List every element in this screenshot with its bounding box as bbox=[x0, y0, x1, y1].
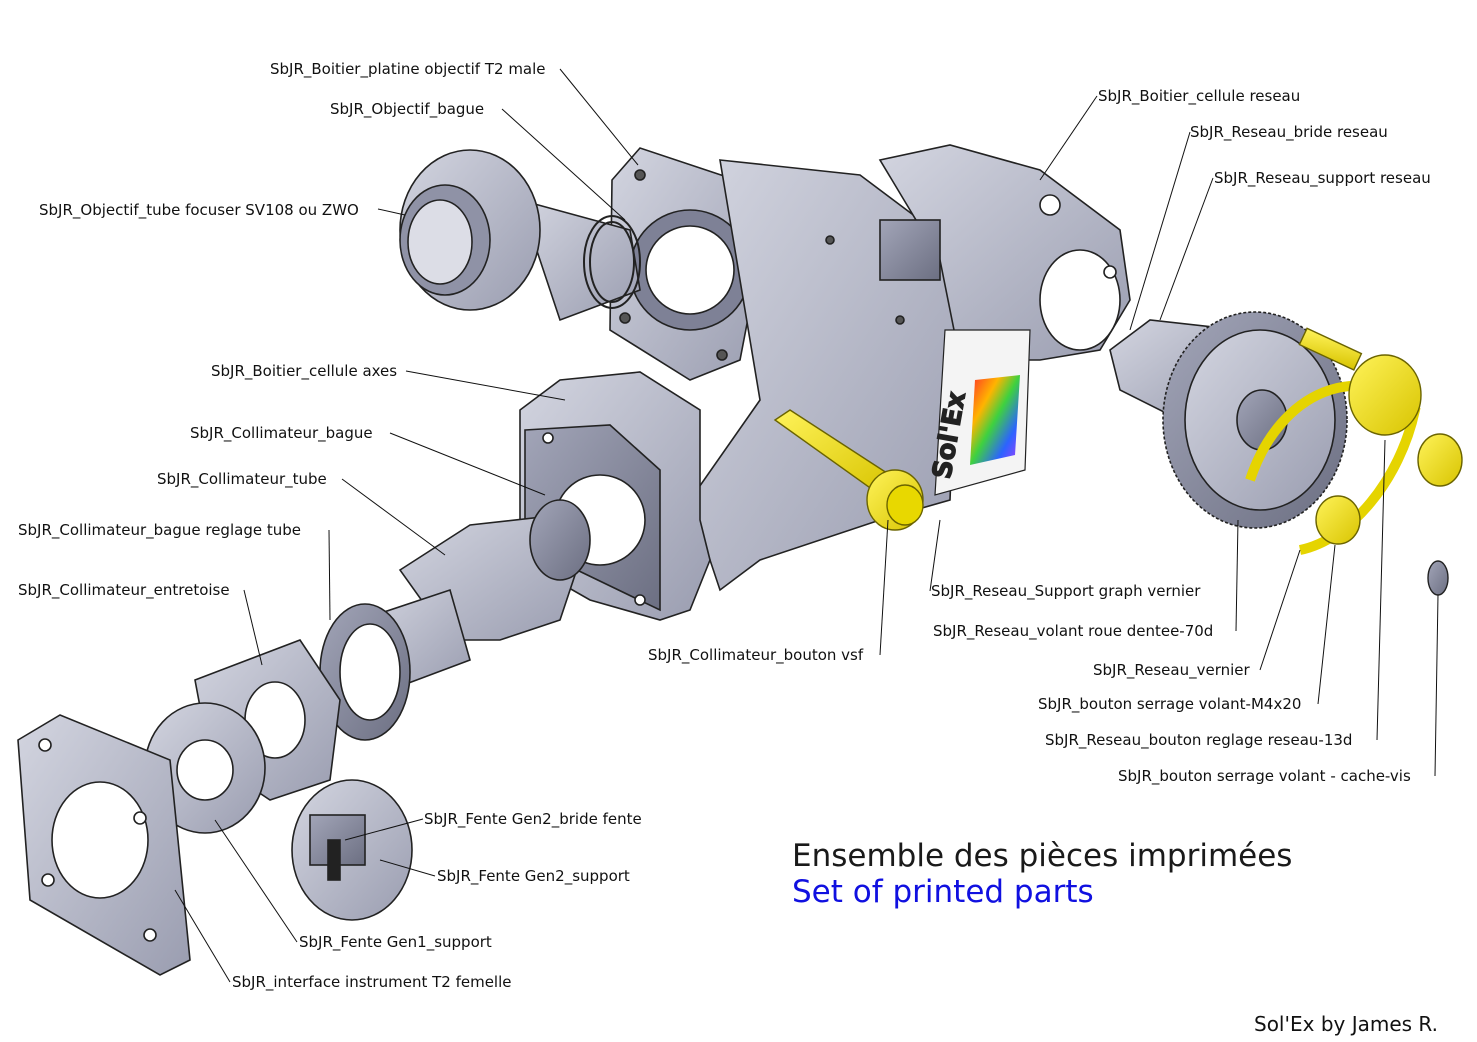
collimateur-bague-reglage-part bbox=[319, 603, 411, 741]
fente-gen2-support-part bbox=[291, 779, 413, 921]
label-bouton-cache-vis: SbJR_bouton serrage volant - cache-vis bbox=[1118, 767, 1411, 785]
interface-t2-femelle-part bbox=[17, 714, 191, 976]
objectif-bague-part bbox=[583, 215, 641, 309]
label-collimateur-bouton: SbJR_Collimateur_bouton vsf bbox=[648, 646, 864, 664]
label-reseau-bouton-reglage: SbJR_Reseau_bouton reglage reseau-13d bbox=[1045, 731, 1353, 749]
label-boitier-cellule-reseau: SbJR_Boitier_cellule reseau bbox=[1098, 87, 1301, 105]
reseau-volant-roue-dentee-part bbox=[1162, 311, 1348, 529]
label-reseau-vernier: SbJR_Reseau_vernier bbox=[1093, 661, 1250, 679]
label-objectif-tube: SbJR_Objectif_tube focuser SV108 ou ZWO bbox=[39, 201, 359, 219]
fente-gen1-support-part bbox=[144, 702, 266, 834]
reseau-support-graph-vernier-part: Sol'Ex bbox=[927, 329, 1031, 496]
label-fente-gen2-bride: SbJR_Fente Gen2_bride fente bbox=[424, 810, 642, 828]
label-reseau-volant: SbJR_Reseau_volant roue dentee-70d bbox=[933, 622, 1214, 640]
credit-text: Sol'Ex by James R. bbox=[1254, 1012, 1438, 1036]
label-collimateur-bague-reglage: SbJR_Collimateur_bague reglage tube bbox=[18, 521, 301, 539]
label-collimateur-bague: SbJR_Collimateur_bague bbox=[190, 424, 373, 442]
boitier-cellule-axes-part bbox=[519, 144, 1131, 621]
leader-lines bbox=[174, 68, 1439, 983]
label-reseau-support: SbJR_Reseau_support reseau bbox=[1214, 169, 1431, 187]
cache-vis-part bbox=[1427, 560, 1449, 596]
label-reseau-bride: SbJR_Reseau_bride reseau bbox=[1190, 123, 1388, 141]
title-english: Set of printed parts bbox=[792, 874, 1094, 910]
yellow-knobs-part bbox=[1298, 327, 1463, 545]
label-collimateur-tube: SbJR_Collimateur_tube bbox=[157, 470, 327, 488]
label-bouton-serrage: SbJR_bouton serrage volant-M4x20 bbox=[1038, 695, 1302, 713]
label-boitier-cellule-axes: SbJR_Boitier_cellule axes bbox=[211, 362, 398, 380]
label-reseau-support-graph: SbJR_Reseau_Support graph vernier bbox=[931, 582, 1201, 600]
label-collimateur-entretoise: SbJR_Collimateur_entretoise bbox=[18, 581, 230, 599]
collimateur-bouton-vsf-part bbox=[773, 409, 924, 531]
objectif-tube-part bbox=[399, 149, 641, 322]
title-french: Ensemble des pièces imprimées bbox=[792, 838, 1293, 874]
label-interface-t2: SbJR_interface instrument T2 femelle bbox=[232, 973, 512, 991]
label-objectif-bague: SbJR_Objectif_bague bbox=[330, 100, 485, 118]
label-boitier-platine-objectif: SbJR_Boitier_platine objectif T2 male bbox=[270, 60, 546, 78]
label-fente-gen2-support: SbJR_Fente Gen2_support bbox=[437, 867, 630, 885]
label-fente-gen1-support: SbJR_Fente Gen1_support bbox=[299, 933, 492, 951]
